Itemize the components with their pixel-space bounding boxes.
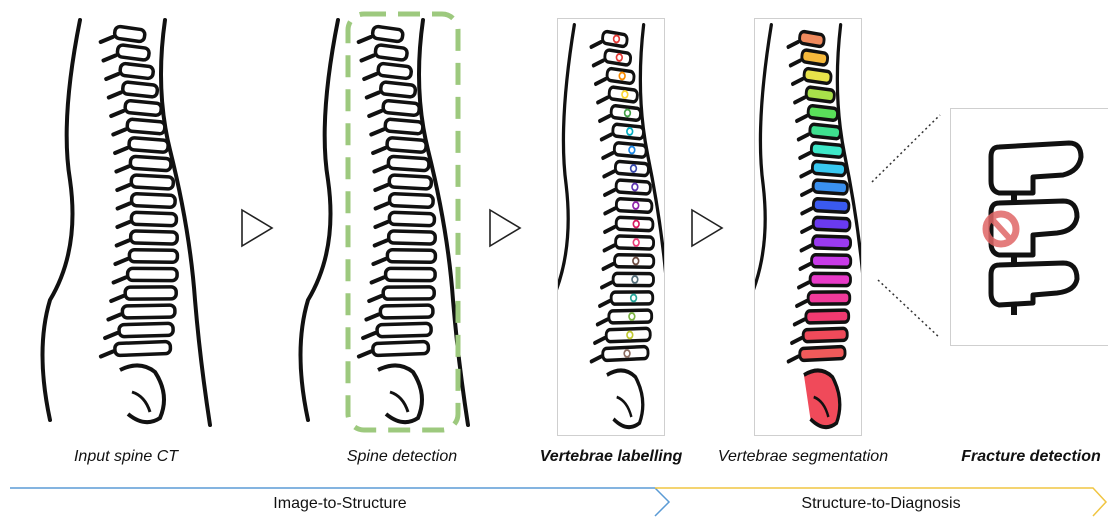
vertebrae-labelling-panel bbox=[557, 18, 665, 436]
vertebra-icon bbox=[991, 263, 1077, 305]
zoom-lines bbox=[860, 100, 960, 350]
flow-arrow-icon bbox=[240, 208, 274, 253]
flow-arrow-icon bbox=[488, 208, 522, 253]
input-spine-drawing bbox=[20, 0, 230, 430]
segmented-spine-drawing bbox=[755, 19, 861, 435]
fracture-detection-panel bbox=[950, 108, 1108, 346]
flow-arrow-icon bbox=[690, 208, 724, 253]
vertebra-icon bbox=[991, 143, 1081, 193]
labelling-caption: Vertebrae labelling bbox=[540, 448, 683, 466]
stage-label: Structure-to-Diagnosis bbox=[655, 495, 1107, 513]
detection-caption: Spine detection bbox=[347, 448, 457, 466]
stage-structure-to-diagnosis: Structure-to-Diagnosis bbox=[655, 487, 1107, 517]
stage-label: Image-to-Structure bbox=[10, 495, 670, 513]
input-spine-panel bbox=[20, 0, 230, 430]
vertebra-zoom-drawing bbox=[951, 109, 1108, 346]
segmentation-caption: Vertebrae segmentation bbox=[718, 448, 888, 466]
detection-bounding-box bbox=[278, 0, 488, 430]
spine-detection-panel bbox=[278, 0, 488, 430]
vertebrae-segmentation-panel bbox=[754, 18, 862, 436]
labelled-spine-drawing bbox=[558, 19, 664, 435]
stage-image-to-structure: Image-to-Structure bbox=[10, 487, 670, 517]
fracture-caption: Fracture detection bbox=[961, 448, 1101, 466]
input-caption: Input spine CT bbox=[74, 448, 178, 466]
